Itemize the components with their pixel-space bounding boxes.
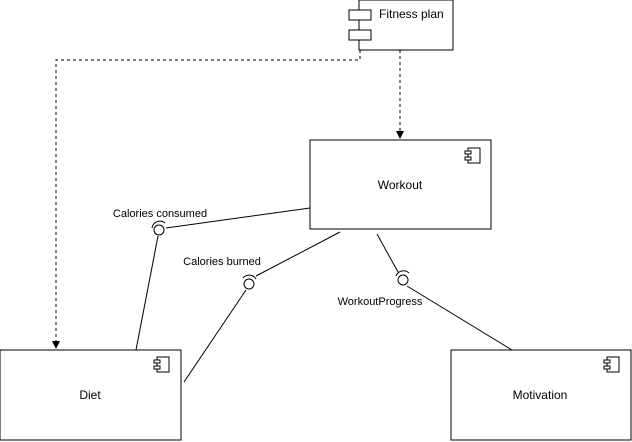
diet-label: Diet	[79, 388, 101, 402]
component-icon	[603, 356, 620, 373]
component-motivation[interactable]: Motivation	[450, 349, 632, 441]
dependency-fitness-plan-to-diet	[52, 50, 361, 349]
component-icon	[153, 356, 170, 373]
component-port-top	[348, 9, 372, 21]
interface-calories-consumed: Calories consumed	[113, 207, 311, 351]
component-workout[interactable]: Workout	[309, 139, 492, 230]
interface-workout-progress: WorkoutProgress	[338, 233, 513, 351]
motivation-label: Motivation	[513, 388, 568, 402]
component-port-bottom	[348, 29, 372, 41]
component-icon	[464, 147, 481, 164]
interface-calories-burned: Calories burned	[183, 231, 341, 383]
calories-burned-label: Calories burned	[183, 256, 261, 268]
workout-progress-label: WorkoutProgress	[338, 296, 423, 308]
calories-consumed-label: Calories consumed	[113, 208, 207, 220]
component-fitness-plan[interactable]: Fitness plan	[348, 0, 454, 51]
workout-label: Workout	[378, 178, 423, 192]
component-diet[interactable]: Diet	[0, 349, 182, 441]
fitness-plan-label: Fitness plan	[379, 7, 444, 21]
